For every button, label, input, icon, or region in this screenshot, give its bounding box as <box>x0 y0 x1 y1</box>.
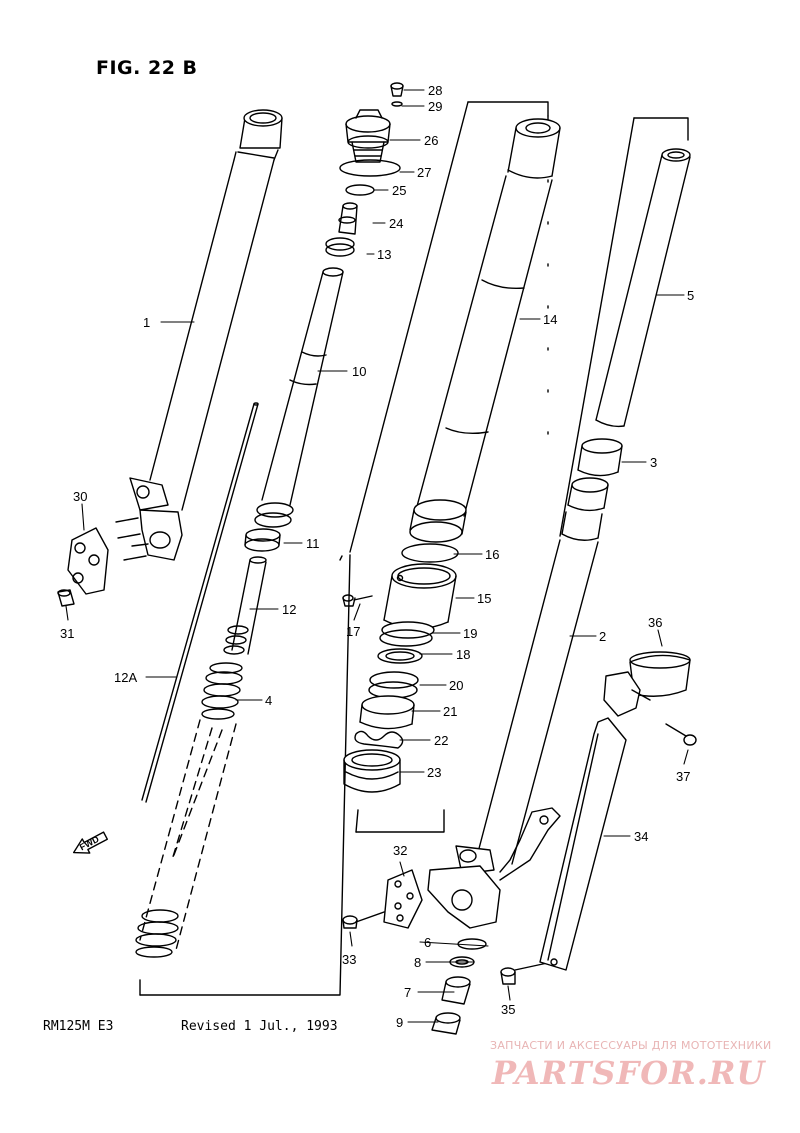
callout-10: 10 <box>352 364 366 379</box>
callout-9: 9 <box>396 1015 403 1030</box>
part-1-outer-tube <box>149 109 283 511</box>
part-29-washer <box>391 101 403 107</box>
part-2-outer-tube <box>475 477 609 865</box>
part-26-cap-bolt <box>345 109 391 163</box>
part-23-dust-seal <box>343 749 401 793</box>
fork-bracket-clamp <box>115 477 183 561</box>
part-28-bolt <box>390 82 404 97</box>
callout-24: 24 <box>389 216 403 231</box>
left-assembly-frame <box>139 554 351 996</box>
part-3-bushing <box>577 438 623 477</box>
part-4-spring <box>201 662 243 720</box>
callout-7: 7 <box>404 985 411 1000</box>
callout-25: 25 <box>392 183 406 198</box>
callout-13: 13 <box>377 247 391 262</box>
part-27-o-ring <box>339 159 401 177</box>
callout-28: 28 <box>428 83 442 98</box>
part-22-clip <box>354 730 404 749</box>
callout-22: 22 <box>434 733 448 748</box>
callout-12: 12 <box>282 602 296 617</box>
callout-18: 18 <box>456 647 470 662</box>
part-20-seal <box>368 671 419 699</box>
part-15-sleeve <box>383 563 457 630</box>
callout-19: 19 <box>463 626 477 641</box>
axle-bracket <box>427 807 561 929</box>
callout-31: 31 <box>60 626 74 641</box>
callout-15: 15 <box>477 591 491 606</box>
part-13-washer <box>325 237 355 257</box>
callout-32: 32 <box>393 843 407 858</box>
part-36-clamp <box>603 651 691 717</box>
part-30-clamp-plate <box>67 527 109 595</box>
callout-6: 6 <box>424 935 431 950</box>
part-17-screw <box>342 594 373 607</box>
part-10-cartridge <box>254 267 344 528</box>
right-assembly-frame <box>339 101 549 833</box>
figure-title: FIG. 22 B <box>96 57 198 79</box>
part-37-screw <box>665 723 697 746</box>
callout-1: 1 <box>143 315 150 330</box>
part-32-plate <box>383 869 423 929</box>
leader-lines <box>65 89 689 1023</box>
callout-3: 3 <box>650 455 657 470</box>
fwd-arrow <box>72 831 109 854</box>
callout-5: 5 <box>687 288 694 303</box>
part-12-damper-rod <box>223 556 267 655</box>
callout-34: 34 <box>634 829 648 844</box>
callout-35: 35 <box>501 1002 515 1017</box>
part-25-o-ring <box>345 184 375 196</box>
callout-23: 23 <box>427 765 441 780</box>
callout-26: 26 <box>424 133 438 148</box>
footer-revision-date: Revised 1 Jul., 1993 <box>181 1019 338 1034</box>
part-21-bushing <box>359 695 415 730</box>
callout-30: 30 <box>73 489 87 504</box>
part-11-ring <box>244 528 281 552</box>
part-7-screw <box>441 976 471 1005</box>
callout-labels: 1 2 3 4 5 6 7 8 9 10 11 12 12A 13 14 15 … <box>60 83 694 1030</box>
callout-8: 8 <box>414 955 421 970</box>
lower-spring <box>135 909 179 958</box>
part-31-nut <box>57 589 75 607</box>
callout-12a: 12A <box>114 670 137 685</box>
callout-36: 36 <box>648 615 662 630</box>
watermark-logo: PARTSFOR.RU <box>492 1054 766 1092</box>
part-5-tube <box>559 117 691 537</box>
callout-20: 20 <box>449 678 463 693</box>
part-14-inner-tube <box>409 118 561 543</box>
part-16-ring <box>401 543 459 563</box>
callout-27: 27 <box>417 165 431 180</box>
footer-model-code: RM125M E3 <box>43 1019 114 1034</box>
callout-37: 37 <box>676 769 690 784</box>
part-9-cap <box>431 1012 461 1035</box>
part-18-washer <box>377 648 423 664</box>
part-33-bolt <box>342 911 385 929</box>
callout-21: 21 <box>443 704 457 719</box>
callout-4: 4 <box>265 693 272 708</box>
callout-29: 29 <box>428 99 442 114</box>
callout-14: 14 <box>543 312 557 327</box>
callout-17: 17 <box>346 624 360 639</box>
part-34-guard <box>539 717 627 971</box>
part-19-ring <box>379 621 435 647</box>
callout-11: 11 <box>306 536 320 551</box>
callout-2: 2 <box>599 629 606 644</box>
part-24-valve <box>338 202 358 235</box>
left-lower-tube <box>139 719 237 951</box>
part-35-bolt <box>500 961 553 985</box>
part-12a-rod <box>141 402 259 803</box>
callout-16: 16 <box>485 547 499 562</box>
watermark-tagline: ЗАПЧАСТИ И АКСЕССУАРЫ ДЛЯ МОТОТЕХНИКИ <box>490 1039 772 1052</box>
callout-33: 33 <box>342 952 356 967</box>
